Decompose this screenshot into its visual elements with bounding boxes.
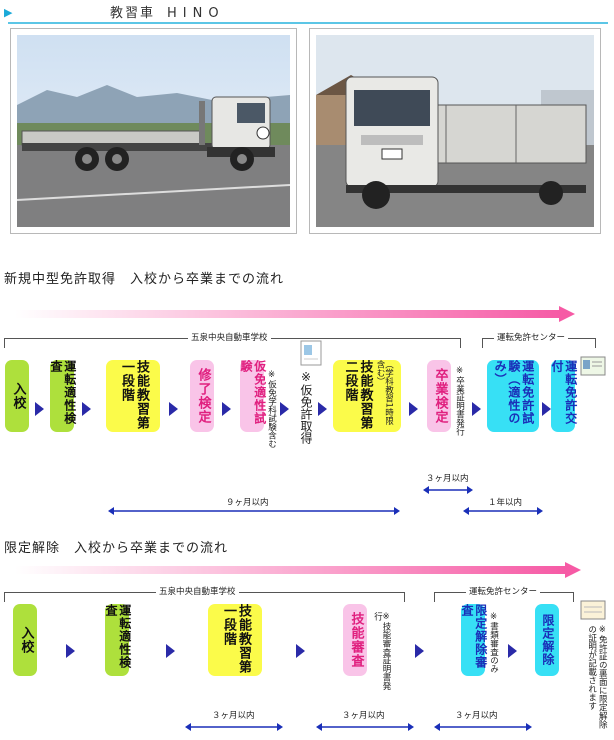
flow-arrow-icon [166, 644, 175, 658]
flow-arrow-icon [280, 402, 289, 416]
truck-side-image [17, 35, 290, 227]
section1-school-label: 五泉中央自動車学校 [188, 331, 271, 343]
section2-school-label: 五泉中央自動車学校 [156, 585, 239, 597]
step-license-issue: 運転免許交付 [550, 360, 578, 432]
step2-aptitude-test: 運転適性検査 [104, 604, 132, 676]
license-back-icon [580, 600, 606, 620]
flow-arrow-icon [409, 402, 418, 416]
flow-arrow-icon [169, 402, 178, 416]
step-completion-exam: 修了検定 [190, 360, 214, 432]
truck-front-image [316, 35, 594, 227]
span-label-one-year: １年以内 [488, 498, 523, 508]
span-arrow-three-months [423, 486, 473, 494]
section1-title: 新規中型免許取得 入校から卒業までの流れ [4, 272, 285, 287]
span-arrow-one-year [463, 507, 543, 515]
flow-arrow-icon [472, 402, 481, 416]
driver-license-icon [580, 356, 606, 376]
step2-enroll: 入校 [13, 604, 37, 676]
span-arrow-nine-months [108, 507, 400, 515]
step-skill-stage2: 技能教習第二段階（学科教習1時限含む） [333, 360, 401, 432]
step2-skill-stage1: 技能教習第一段階 [208, 604, 262, 676]
flow-arrow-icon [66, 644, 75, 658]
header-marker-icon: ▶ [4, 6, 13, 19]
flow-arrow-icon [222, 402, 231, 416]
license-back-note: ※免許証の裏面に限定解除の証明が記載されます [586, 625, 608, 729]
step2-limit-removal: 限定解除 [535, 604, 559, 676]
step-graduation-exam: 卒業検定 [427, 360, 451, 432]
document-review-note: ※書類審査のみ [488, 612, 499, 673]
span2-label-c: ３ヶ月以内 [455, 711, 498, 721]
step2-limit-removal-review: 限定解除審査 [460, 604, 488, 676]
span2-label-b: ３ヶ月以内 [342, 711, 385, 721]
section2-title: 限定解除 入校から卒業までの流れ [4, 541, 229, 556]
span-label-three-months: ３ヶ月以内 [426, 474, 469, 484]
span2-arrow-a [185, 723, 283, 731]
flow-arrow-icon [415, 644, 424, 658]
step-skill-stage1: 技能教習第一段階 [106, 360, 160, 432]
step-enroll: 入校 [5, 360, 29, 432]
section1-center-label: 運転免許センター [494, 331, 569, 343]
truck-photo-front [309, 28, 601, 234]
skill-review-certificate-note: ※技能審査証明書発行 [372, 612, 392, 690]
section2-progress-band [15, 562, 581, 578]
flow-arrow-icon [508, 644, 517, 658]
section2-center-label: 運転免許センター [466, 585, 541, 597]
flow-arrow-icon [318, 402, 327, 416]
provisional-license-note: ※仮免許取得 [299, 370, 313, 444]
section1-progress-band [15, 306, 575, 322]
step-license-test: 運転免許試験（適性のみ） [487, 360, 539, 432]
truck-photo-side [10, 28, 297, 234]
step-aptitude-test: 運転適性検査 [49, 360, 77, 432]
flow-arrow-icon [542, 402, 551, 416]
flow-arrow-icon [35, 402, 44, 416]
header-underline [8, 22, 608, 24]
flow-arrow-icon [82, 402, 91, 416]
span-label-nine-months: ９ヶ月以内 [226, 498, 269, 508]
span2-arrow-b [316, 723, 414, 731]
provisional-license-icon [300, 340, 322, 366]
step-provisional-exam: 仮免適性試験 [239, 360, 267, 432]
span2-label-a: ３ヶ月以内 [212, 711, 255, 721]
span2-arrow-c [434, 723, 532, 731]
graduation-certificate-note: ※卒業証明書発行 [454, 366, 465, 436]
step-provisional-note: ※仮免学科試験含む [266, 370, 277, 448]
flow-arrow-icon [296, 644, 305, 658]
step2-skill-review: 技能審査 [343, 604, 367, 676]
